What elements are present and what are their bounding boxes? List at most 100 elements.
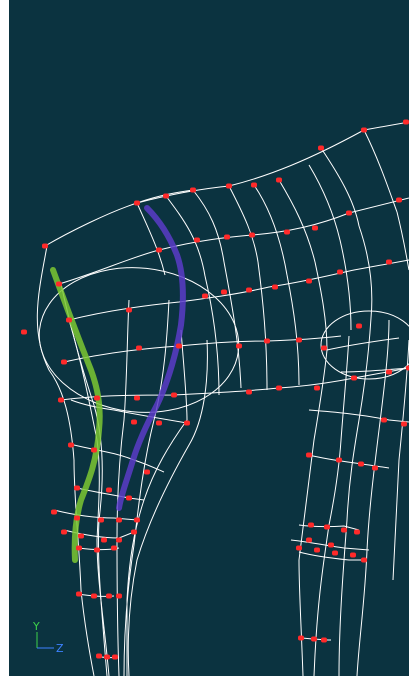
- vertex-point[interactable]: [403, 119, 409, 125]
- vertex-point[interactable]: [341, 527, 347, 533]
- vertex-point[interactable]: [321, 637, 327, 643]
- vertex-point[interactable]: [351, 375, 357, 381]
- vertex-point[interactable]: [332, 550, 338, 556]
- vertex-point[interactable]: [401, 421, 407, 427]
- vertex-point[interactable]: [66, 317, 72, 323]
- vertex-point[interactable]: [272, 284, 278, 290]
- vertex-point[interactable]: [350, 552, 356, 558]
- vertex-point[interactable]: [386, 259, 392, 265]
- vertex-point[interactable]: [156, 247, 162, 253]
- vertex-point[interactable]: [361, 557, 367, 563]
- vertex-point[interactable]: [226, 183, 232, 189]
- vertex-point[interactable]: [134, 395, 140, 401]
- vertex-point[interactable]: [134, 517, 140, 523]
- vertex-point[interactable]: [337, 269, 343, 275]
- vertex-point[interactable]: [386, 369, 392, 375]
- vertex-point[interactable]: [126, 495, 132, 501]
- vertex-point[interactable]: [116, 517, 122, 523]
- vertex-point[interactable]: [126, 307, 132, 313]
- vertex-point[interactable]: [112, 654, 118, 660]
- vertex-point[interactable]: [106, 487, 112, 493]
- 3d-viewport[interactable]: Y Z: [9, 0, 409, 676]
- vertex-point[interactable]: [58, 397, 64, 403]
- vertex-point[interactable]: [116, 593, 122, 599]
- vertex-point[interactable]: [358, 461, 364, 467]
- vertex-point[interactable]: [251, 182, 257, 188]
- green-spline-curve[interactable]: [50, 267, 103, 563]
- vertex-point[interactable]: [171, 392, 177, 398]
- vertex-point[interactable]: [61, 359, 67, 365]
- vertex-point[interactable]: [94, 547, 100, 553]
- vertex-point[interactable]: [306, 537, 312, 543]
- vertex-point[interactable]: [381, 417, 387, 423]
- vertex-point[interactable]: [372, 465, 378, 471]
- vertex-point[interactable]: [306, 278, 312, 284]
- vertex-point[interactable]: [98, 517, 104, 523]
- vertex-point[interactable]: [134, 200, 140, 206]
- vertex-point[interactable]: [314, 547, 320, 553]
- vertex-point[interactable]: [61, 529, 67, 535]
- vertex-point[interactable]: [68, 442, 74, 448]
- vertex-point[interactable]: [356, 323, 362, 329]
- vertex-point[interactable]: [246, 287, 252, 293]
- vertex-point[interactable]: [131, 529, 137, 535]
- vertex-point[interactable]: [224, 234, 230, 240]
- vertex-point[interactable]: [306, 452, 312, 458]
- vertex-point[interactable]: [56, 281, 62, 287]
- vertex-point[interactable]: [314, 385, 320, 391]
- vertex-point[interactable]: [276, 385, 282, 391]
- vertex-point[interactable]: [276, 177, 282, 183]
- vertex-point[interactable]: [76, 591, 82, 597]
- vertex-point[interactable]: [346, 210, 352, 216]
- vertex-point[interactable]: [249, 232, 255, 238]
- vertex-point[interactable]: [131, 419, 137, 425]
- vertex-point[interactable]: [361, 127, 367, 133]
- vertex-point[interactable]: [176, 343, 182, 349]
- vertex-point[interactable]: [106, 593, 112, 599]
- vertex-point[interactable]: [96, 653, 102, 659]
- vertex-point[interactable]: [74, 515, 80, 521]
- vertex-point[interactable]: [296, 337, 302, 343]
- wireframe-mesh[interactable]: Y Z: [9, 0, 409, 676]
- vertex-point[interactable]: [308, 522, 314, 528]
- vertex-point[interactable]: [324, 524, 330, 530]
- vertex-point[interactable]: [136, 345, 142, 351]
- vertex-point[interactable]: [74, 485, 80, 491]
- vertex-point[interactable]: [202, 293, 208, 299]
- vertex-point[interactable]: [312, 225, 318, 231]
- vertex-point[interactable]: [311, 636, 317, 642]
- vertex-point[interactable]: [156, 420, 162, 426]
- vertex-point[interactable]: [336, 457, 342, 463]
- vertex-point[interactable]: [104, 654, 110, 660]
- vertex-point[interactable]: [76, 545, 82, 551]
- vertex-point[interactable]: [42, 243, 48, 249]
- vertex-point[interactable]: [111, 545, 117, 551]
- vertex-point[interactable]: [101, 537, 107, 543]
- vertex-point[interactable]: [221, 289, 227, 295]
- vertex-point[interactable]: [91, 447, 97, 453]
- vertex-point[interactable]: [396, 197, 402, 203]
- blue-spline-curve[interactable]: [116, 205, 186, 511]
- vertex-point[interactable]: [296, 545, 302, 551]
- vertex-point[interactable]: [91, 593, 97, 599]
- vertex-point[interactable]: [21, 329, 27, 335]
- vertex-point[interactable]: [94, 395, 100, 401]
- vertex-point[interactable]: [194, 237, 200, 243]
- mesh-vertices[interactable]: [21, 119, 409, 660]
- vertex-point[interactable]: [51, 509, 57, 515]
- vertex-point[interactable]: [116, 537, 122, 543]
- vertex-point[interactable]: [354, 529, 360, 535]
- vertex-point[interactable]: [236, 343, 242, 349]
- vertex-point[interactable]: [163, 193, 169, 199]
- vertex-point[interactable]: [328, 542, 334, 548]
- vertex-point[interactable]: [144, 469, 150, 475]
- vertex-point[interactable]: [184, 420, 190, 426]
- vertex-point[interactable]: [284, 229, 290, 235]
- vertex-point[interactable]: [78, 533, 84, 539]
- vertex-point[interactable]: [321, 345, 327, 351]
- vertex-point[interactable]: [318, 145, 324, 151]
- vertex-point[interactable]: [190, 187, 196, 193]
- vertex-point[interactable]: [264, 338, 270, 344]
- vertex-point[interactable]: [406, 365, 409, 371]
- vertex-point[interactable]: [298, 635, 304, 641]
